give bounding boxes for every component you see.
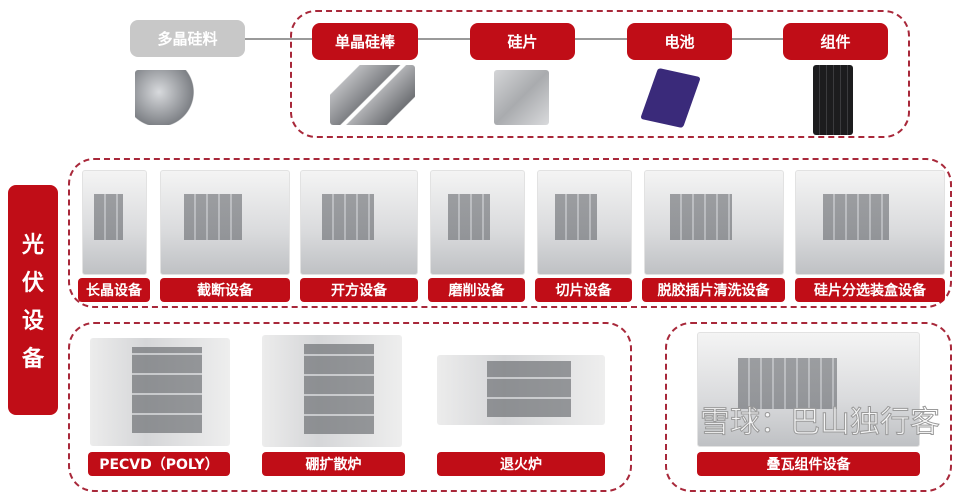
side-char: 伏 bbox=[21, 271, 44, 296]
crystal-puller-image bbox=[82, 170, 147, 275]
equipment-label: 开方设备 bbox=[300, 278, 418, 302]
product-chain-frame bbox=[290, 10, 910, 138]
side-char: 设 bbox=[21, 309, 44, 334]
squaring-machine-image bbox=[300, 170, 418, 275]
ingot-image bbox=[330, 65, 415, 125]
equipment-label: 退火炉 bbox=[437, 452, 605, 476]
cropping-machine-image bbox=[160, 170, 290, 275]
slicing-machine-image bbox=[537, 170, 632, 275]
pv-equipment-side-label: 光 伏 设 备 bbox=[8, 185, 58, 415]
annealing-furnace-image bbox=[437, 355, 605, 425]
raw-material-label: 多晶硅料 bbox=[130, 20, 245, 57]
equipment-label: 脱胶插片清洗设备 bbox=[642, 278, 785, 302]
boron-diffusion-image bbox=[262, 335, 402, 447]
equipment-label: 硅片分选装盒设备 bbox=[795, 278, 945, 302]
solar-module-image bbox=[813, 65, 853, 135]
pecvd-image bbox=[90, 338, 230, 446]
equipment-label: 长晶设备 bbox=[78, 278, 150, 302]
equipment-label: 硼扩散炉 bbox=[262, 452, 405, 476]
equipment-label: PECVD（POLY） bbox=[88, 452, 230, 476]
side-char: 光 bbox=[21, 233, 44, 258]
wafer-image bbox=[494, 70, 549, 125]
cleaning-machine-image bbox=[644, 170, 784, 275]
equipment-label: 截断设备 bbox=[160, 278, 290, 302]
stage-wafer-label: 硅片 bbox=[470, 23, 575, 60]
shingled-module-line-image bbox=[697, 332, 920, 447]
watermark: 雪球：巴山独行客 bbox=[700, 405, 941, 440]
wafer-equipment-frame bbox=[68, 158, 952, 308]
equipment-label: 切片设备 bbox=[535, 278, 632, 302]
stage-cell-label: 电池 bbox=[627, 23, 732, 60]
equipment-label: 叠瓦组件设备 bbox=[697, 452, 920, 476]
sorting-machine-image bbox=[795, 170, 945, 275]
polysilicon-image bbox=[135, 70, 195, 125]
side-char: 备 bbox=[21, 347, 44, 372]
stage-ingot-label: 单晶硅棒 bbox=[312, 23, 418, 60]
grinding-machine-image bbox=[430, 170, 525, 275]
stage-module-label: 组件 bbox=[783, 23, 888, 60]
equipment-label: 磨削设备 bbox=[428, 278, 525, 302]
